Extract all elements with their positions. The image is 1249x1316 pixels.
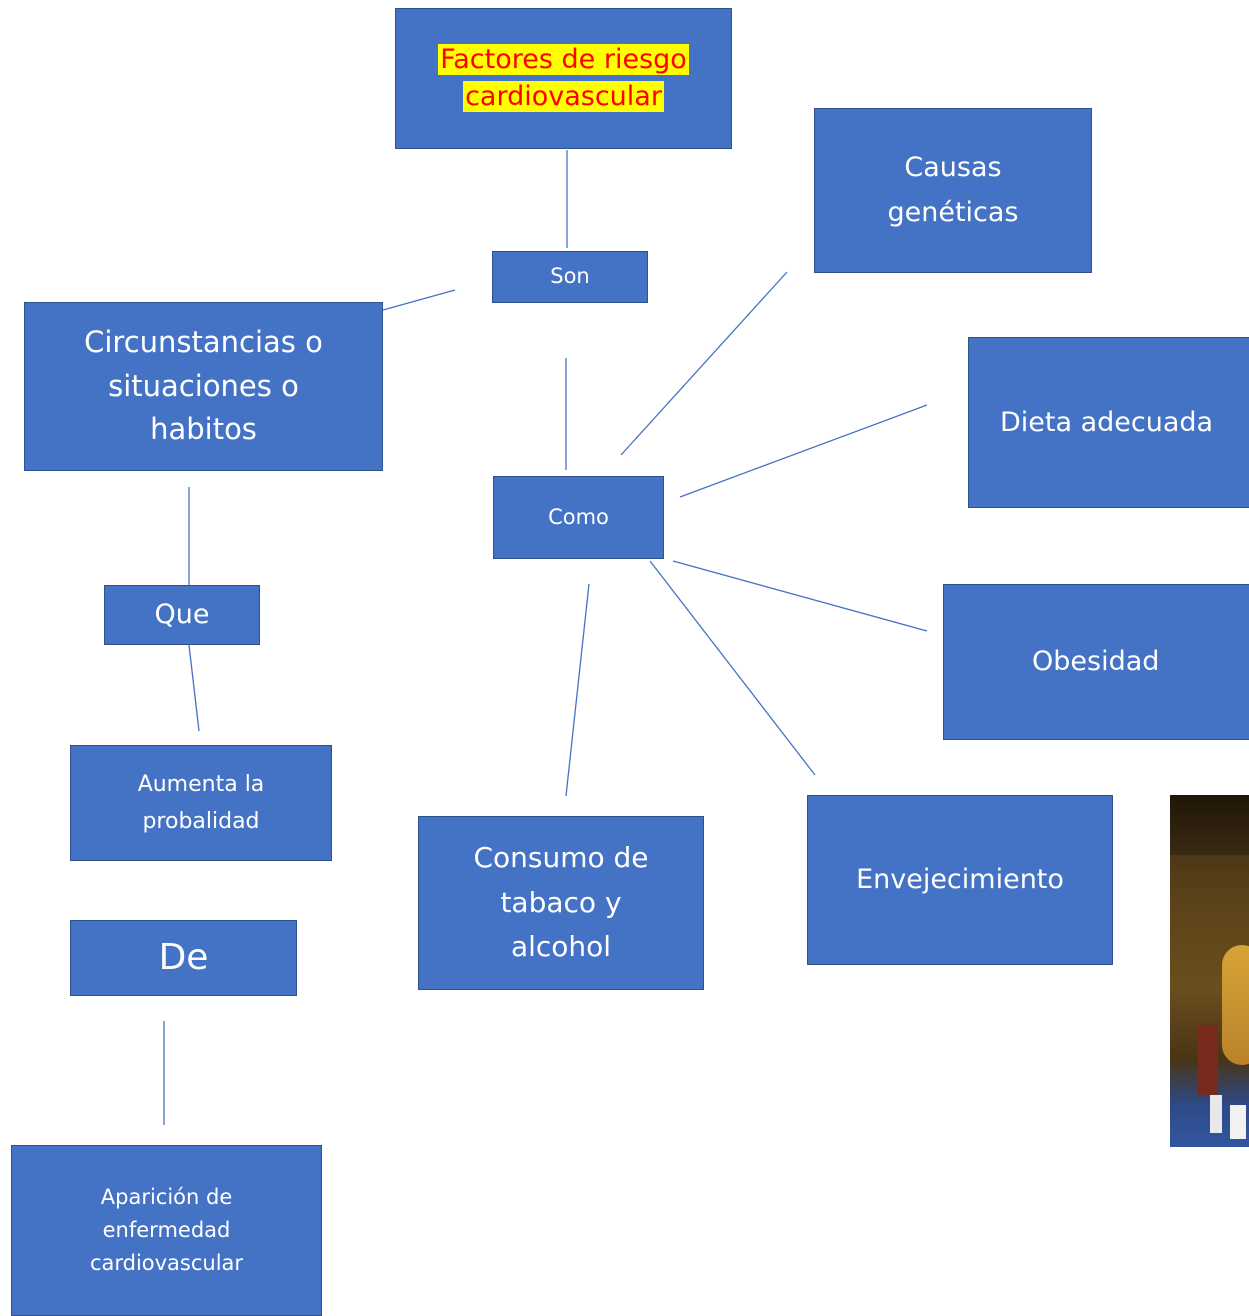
node-dieta-label: Dieta adecuada: [1000, 406, 1214, 438]
node-dieta: Dieta adecuada: [968, 337, 1249, 508]
node-aumenta: Aumenta la probalidad: [70, 745, 332, 861]
node-envejecimiento: Envejecimiento: [807, 795, 1113, 965]
connector-como-causas: [620, 271, 788, 456]
title-line-2: cardiovascular: [463, 80, 664, 112]
node-obesidad-label: Obesidad: [1032, 646, 1160, 678]
node-de-label: De: [158, 937, 209, 979]
connector-son-circunstancias: [382, 289, 456, 311]
node-causas: Causas genéticas: [814, 108, 1092, 273]
node-causas-label: Causas genéticas: [887, 151, 1019, 228]
node-obesidad: Obesidad: [943, 584, 1249, 740]
connector-como-obesidad: [672, 560, 928, 632]
title-line-1: Factores de riesgo: [438, 44, 689, 76]
node-como: Como: [493, 476, 664, 559]
node-aparicion-label: Aparición de enfermedad cardiovascular: [89, 1184, 244, 1276]
connector-como-envejecimiento: [649, 560, 816, 776]
node-son: Son: [492, 251, 648, 303]
connector-como-consumo: [565, 583, 590, 797]
node-circunstancias: Circunstancias o situaciones o habitos: [24, 302, 383, 471]
node-son-label: Son: [550, 264, 590, 289]
node-circunstancias-label: Circunstancias o situaciones o habitos: [84, 325, 323, 447]
node-consumo: Consumo de tabaco y alcohol: [418, 816, 704, 990]
node-que-label: Que: [154, 599, 210, 631]
node-consumo-label: Consumo de tabaco y alcohol: [473, 840, 649, 964]
connector-que-aumenta: [188, 644, 200, 732]
node-de: De: [70, 920, 297, 996]
node-aumenta-label: Aumenta la probalidad: [137, 771, 265, 834]
cropped-photo: [1170, 795, 1249, 1147]
node-envejecimiento-label: Envejecimiento: [856, 864, 1064, 896]
node-aparicion: Aparición de enfermedad cardiovascular: [11, 1145, 322, 1316]
connector-como-dieta: [679, 404, 928, 498]
title-box: Factores de riesgo cardiovascular: [395, 8, 732, 149]
node-como-label: Como: [548, 504, 609, 529]
node-que: Que: [104, 585, 260, 645]
